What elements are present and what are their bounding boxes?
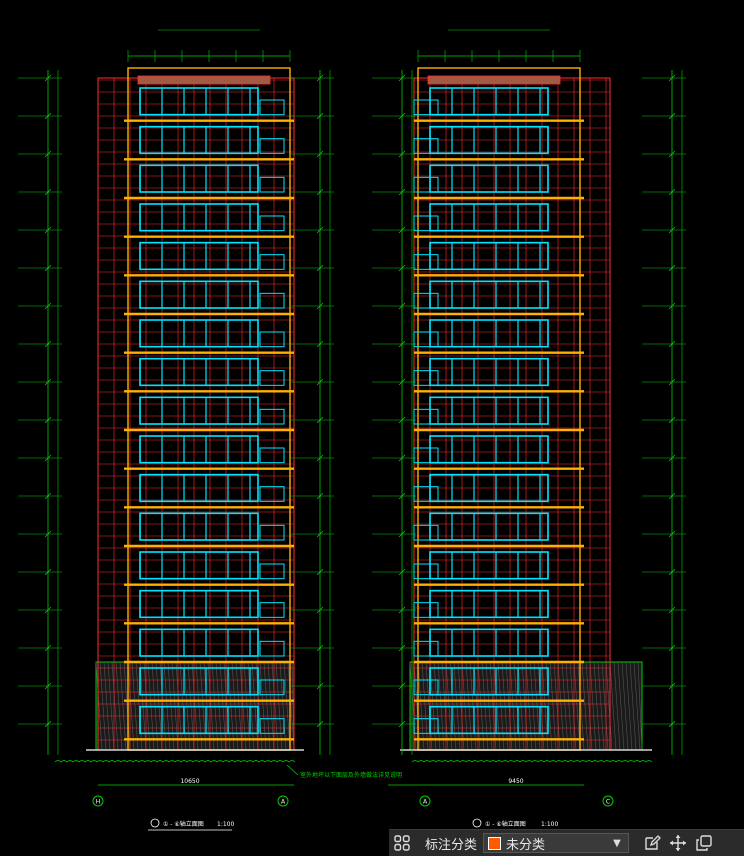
annotation-toolbar: 标注分类 未分类 ▼ [389, 829, 744, 856]
right-building-elevation [388, 67, 652, 786]
left-width-dimension: 10650 [180, 778, 199, 785]
left-elevation-title: ① - ⑥轴立面图 [163, 820, 204, 828]
left-title-bubble [150, 818, 160, 828]
category-select-value: 未分类 [506, 837, 546, 853]
axis-bubble-left-b [277, 795, 289, 807]
axis-label-right-b: C [606, 799, 610, 806]
category-select[interactable]: 未分类 ▼ [483, 833, 630, 853]
grid-apps-icon[interactable] [389, 832, 415, 854]
right-width-dimension: 9450 [508, 778, 523, 785]
right-elevation-scale: 1:100 [541, 821, 558, 828]
left-elevation-scale: 1:100 [217, 821, 234, 828]
edit-icon[interactable] [639, 832, 665, 854]
category-label: 标注分类 [425, 837, 478, 853]
axis-bubble-right-a [419, 795, 431, 807]
chevron-down-icon: ▼ [613, 837, 621, 849]
axis-bubble-right-b [602, 795, 614, 807]
axis-label-right-a: A [423, 799, 428, 806]
axis-label-left-a: H [96, 799, 101, 806]
move-icon[interactable] [665, 832, 691, 854]
right-elevation-title: ① - ⑥轴立面图 [485, 820, 526, 828]
axis-label-left-b: A [281, 799, 286, 806]
copy-icon[interactable] [691, 832, 717, 854]
center-note: 室外地坪以下面层及外墙做法详见说明 [300, 771, 402, 779]
axis-bubble-left-a [92, 795, 104, 807]
category-color-swatch [488, 836, 502, 850]
right-title-bubble [472, 818, 482, 828]
dimension-lines [18, 29, 686, 763]
left-building-elevation [86, 67, 304, 786]
